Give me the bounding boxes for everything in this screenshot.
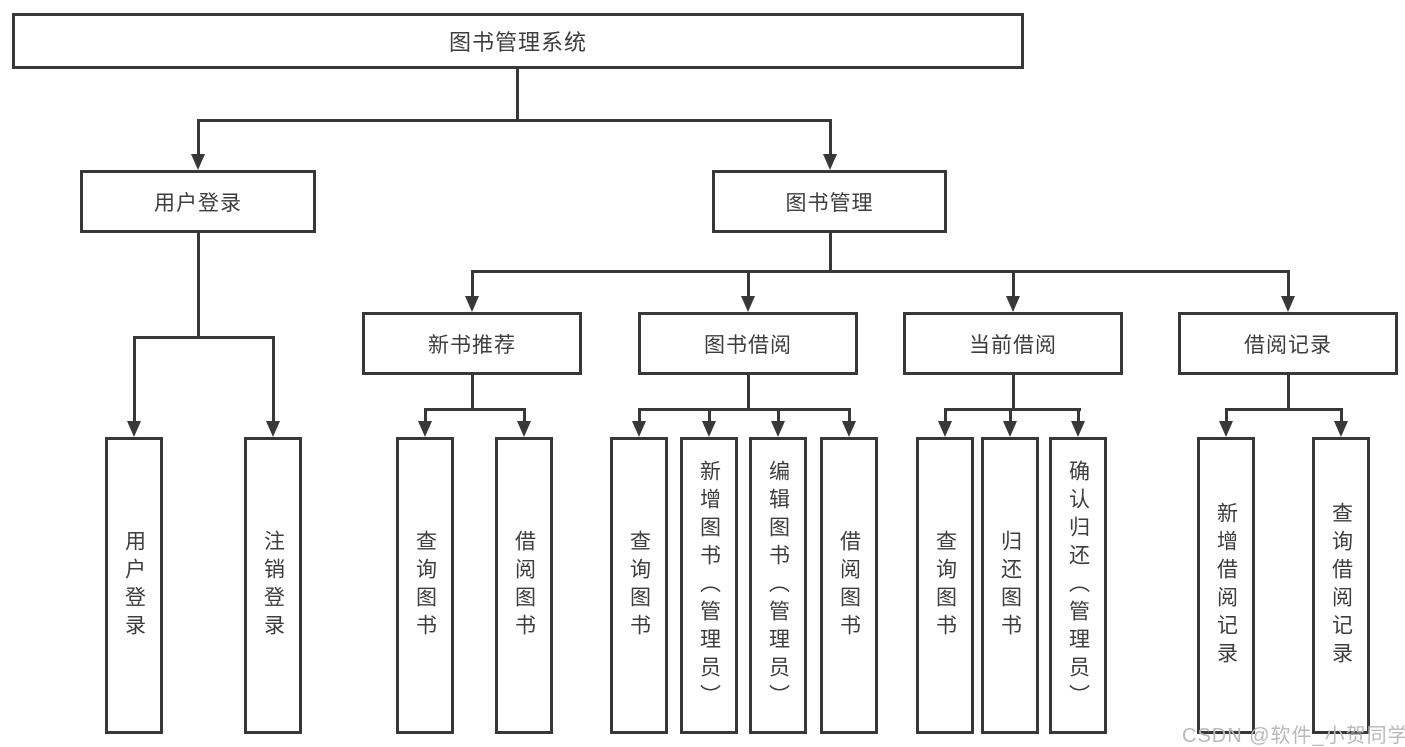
connector-drop-new-book bbox=[470, 270, 474, 298]
leaf-query-books: 查询图书 bbox=[916, 437, 974, 734]
connector-drop-leaf bbox=[1076, 408, 1080, 423]
connector-drop-book-management bbox=[828, 119, 832, 157]
arrow-down-icon bbox=[1006, 296, 1020, 312]
arrow-down-icon bbox=[842, 421, 856, 437]
connector-drop-leaf bbox=[943, 408, 947, 423]
connector-drop-leaf bbox=[637, 408, 641, 423]
leaf-borrow-books: 借阅图书 bbox=[495, 437, 553, 734]
arrow-down-icon bbox=[1071, 421, 1085, 437]
csdn-watermark: CSDN @软件_小贺同学 bbox=[1182, 725, 1405, 747]
leaf-query-books: 查询图书 bbox=[610, 437, 668, 734]
connector-new-book-rail bbox=[423, 408, 526, 411]
connector-drop-leaf bbox=[707, 408, 711, 423]
leaf-add-borrow-record: 新增借阅记录 bbox=[1197, 437, 1255, 734]
leaf-query-books: 查询图书 bbox=[396, 437, 454, 734]
connector-drop-leaf bbox=[522, 408, 526, 423]
connector-drop-leaf-logout bbox=[271, 336, 275, 423]
node-book-management: 图书管理 bbox=[712, 170, 947, 233]
leaf-edit-books-admin: 编辑图书（管理员） bbox=[749, 437, 807, 734]
node-book-borrowing: 图书借阅 bbox=[638, 312, 858, 375]
connector-user-login-rail bbox=[132, 336, 275, 339]
connector-book-management-stub bbox=[828, 233, 832, 273]
connector-drop-user-login bbox=[196, 119, 200, 157]
connector-drop-book-borrowing bbox=[746, 270, 750, 298]
arrow-down-icon bbox=[127, 421, 141, 437]
arrow-down-icon bbox=[1003, 421, 1017, 437]
connector-drop-borrow-records bbox=[1286, 270, 1290, 298]
arrow-down-icon bbox=[1334, 421, 1348, 437]
leaf-query-borrow-record: 查询借阅记录 bbox=[1312, 437, 1370, 734]
connector-new-book-stub bbox=[470, 375, 474, 411]
leaf-add-books-admin: 新增图书（管理员） bbox=[680, 437, 738, 734]
connector-root-stub bbox=[515, 67, 519, 122]
connector-current-borrowing-rail bbox=[943, 408, 1081, 411]
connector-current-borrowing-stub bbox=[1011, 375, 1015, 411]
connector-drop-leaf bbox=[423, 408, 427, 423]
arrow-down-icon bbox=[771, 421, 785, 437]
connector-book-borrowing-stub bbox=[746, 375, 750, 411]
connector-borrow-records-stub bbox=[1286, 375, 1290, 411]
leaf-confirm-return-admin: 确认归还（管理员） bbox=[1049, 437, 1107, 734]
leaf-return-books: 归还图书 bbox=[981, 437, 1039, 734]
connector-drop-leaf bbox=[847, 408, 851, 423]
arrow-down-icon bbox=[465, 296, 479, 312]
connector-drop-leaf-user-login bbox=[132, 336, 136, 423]
arrow-down-icon bbox=[1281, 296, 1295, 312]
connector-drop-leaf bbox=[776, 408, 780, 423]
arrow-down-icon bbox=[266, 421, 280, 437]
node-current-borrowing: 当前借阅 bbox=[903, 312, 1123, 375]
node-borrow-records: 借阅记录 bbox=[1178, 312, 1398, 375]
connector-book-borrowing-rail bbox=[637, 408, 851, 411]
arrow-down-icon bbox=[517, 421, 531, 437]
node-user-login: 用户登录 bbox=[80, 170, 316, 233]
arrow-down-icon bbox=[191, 154, 205, 170]
leaf-user-login: 用户登录 bbox=[105, 437, 163, 734]
connector-drop-leaf bbox=[1224, 408, 1228, 423]
arrow-down-icon bbox=[741, 296, 755, 312]
connector-borrow-records-rail bbox=[1224, 408, 1343, 411]
connector-user-login-stub bbox=[196, 233, 200, 339]
node-library-management-system: 图书管理系统 bbox=[12, 13, 1024, 69]
arrow-down-icon bbox=[1219, 421, 1233, 437]
arrow-down-icon bbox=[418, 421, 432, 437]
connector-drop-leaf bbox=[1008, 408, 1012, 423]
connector-level3-rail bbox=[470, 270, 1290, 273]
node-new-book-recommend: 新书推荐 bbox=[362, 312, 582, 375]
leaf-logout: 注销登录 bbox=[244, 437, 302, 734]
leaf-borrow-books: 借阅图书 bbox=[820, 437, 878, 734]
connector-level2-rail bbox=[196, 119, 832, 122]
arrow-down-icon bbox=[938, 421, 952, 437]
connector-drop-current-borrowing bbox=[1011, 270, 1015, 298]
connector-drop-leaf bbox=[1339, 408, 1343, 423]
arrow-down-icon bbox=[632, 421, 646, 437]
arrow-down-icon bbox=[702, 421, 716, 437]
arrow-down-icon bbox=[823, 154, 837, 170]
